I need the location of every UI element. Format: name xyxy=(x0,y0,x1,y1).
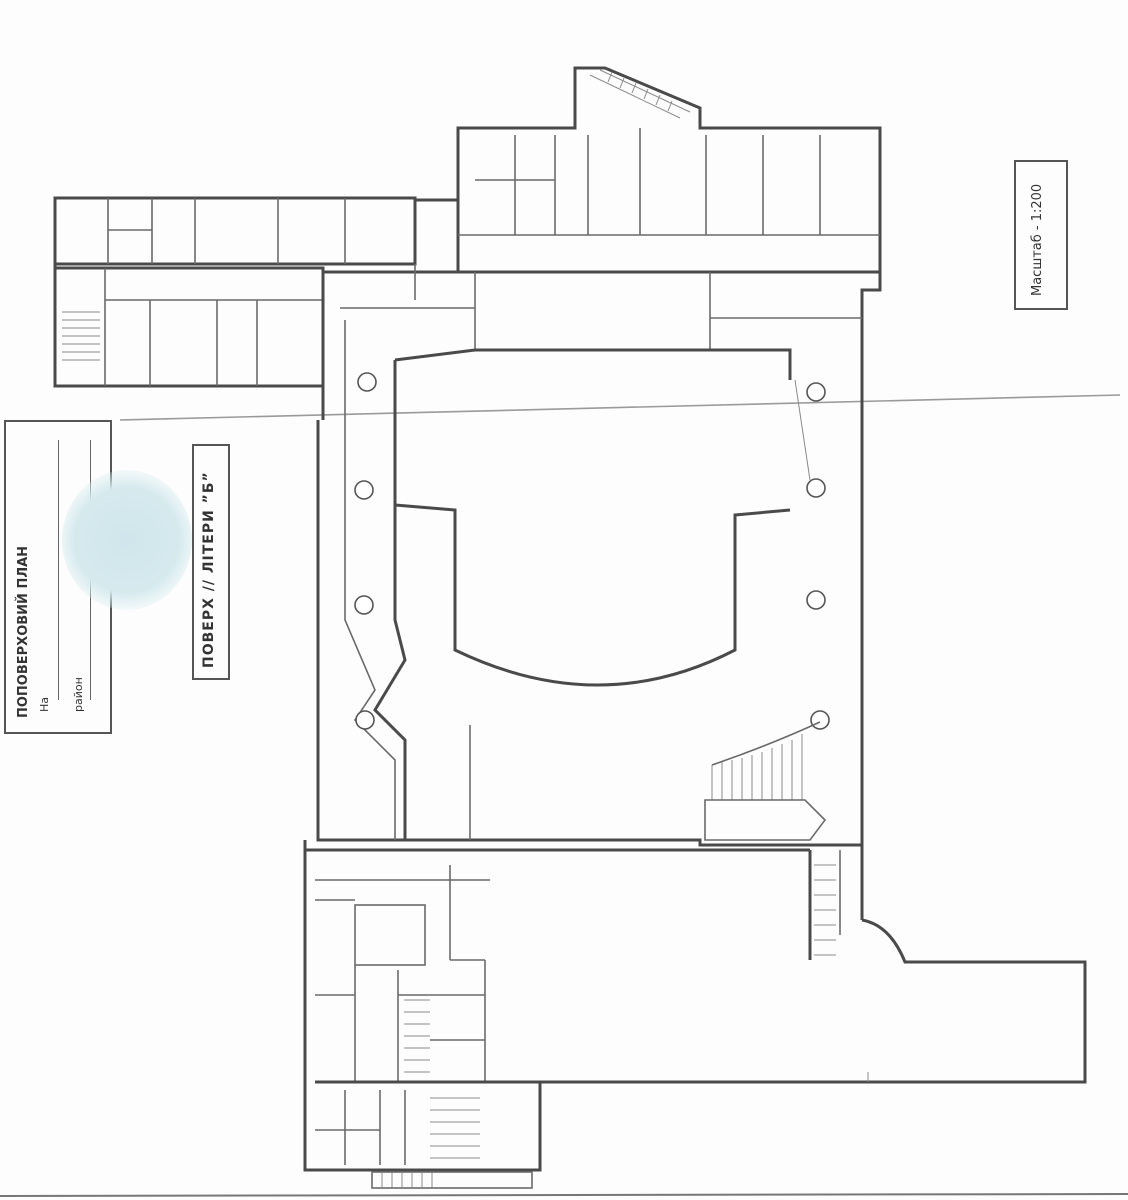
staircase-sw-bottom xyxy=(371,1090,533,1189)
staircase-ne xyxy=(589,69,691,119)
stamp-seal xyxy=(62,470,192,610)
column xyxy=(806,382,826,402)
scale-label-box xyxy=(1014,160,1068,310)
column xyxy=(810,710,830,730)
staircase-south xyxy=(814,864,836,956)
staircase-nw xyxy=(62,311,100,361)
staircase-hall xyxy=(704,721,827,841)
north-west-wing xyxy=(53,196,417,388)
page-edge xyxy=(0,1193,1128,1197)
north-east-wing xyxy=(415,66,882,274)
south-hall xyxy=(303,840,1087,1172)
central-corridor xyxy=(321,264,882,920)
reference-line xyxy=(119,394,1121,421)
title-block-rule xyxy=(58,440,59,700)
main-hall xyxy=(316,320,862,847)
floor-label-box xyxy=(192,444,230,680)
column xyxy=(806,590,826,610)
south-west-block xyxy=(315,865,540,1189)
column xyxy=(354,595,374,615)
column xyxy=(354,480,374,500)
column xyxy=(806,478,826,498)
column xyxy=(357,372,377,392)
column xyxy=(355,710,375,730)
staircase-sw-inner xyxy=(404,999,430,1073)
